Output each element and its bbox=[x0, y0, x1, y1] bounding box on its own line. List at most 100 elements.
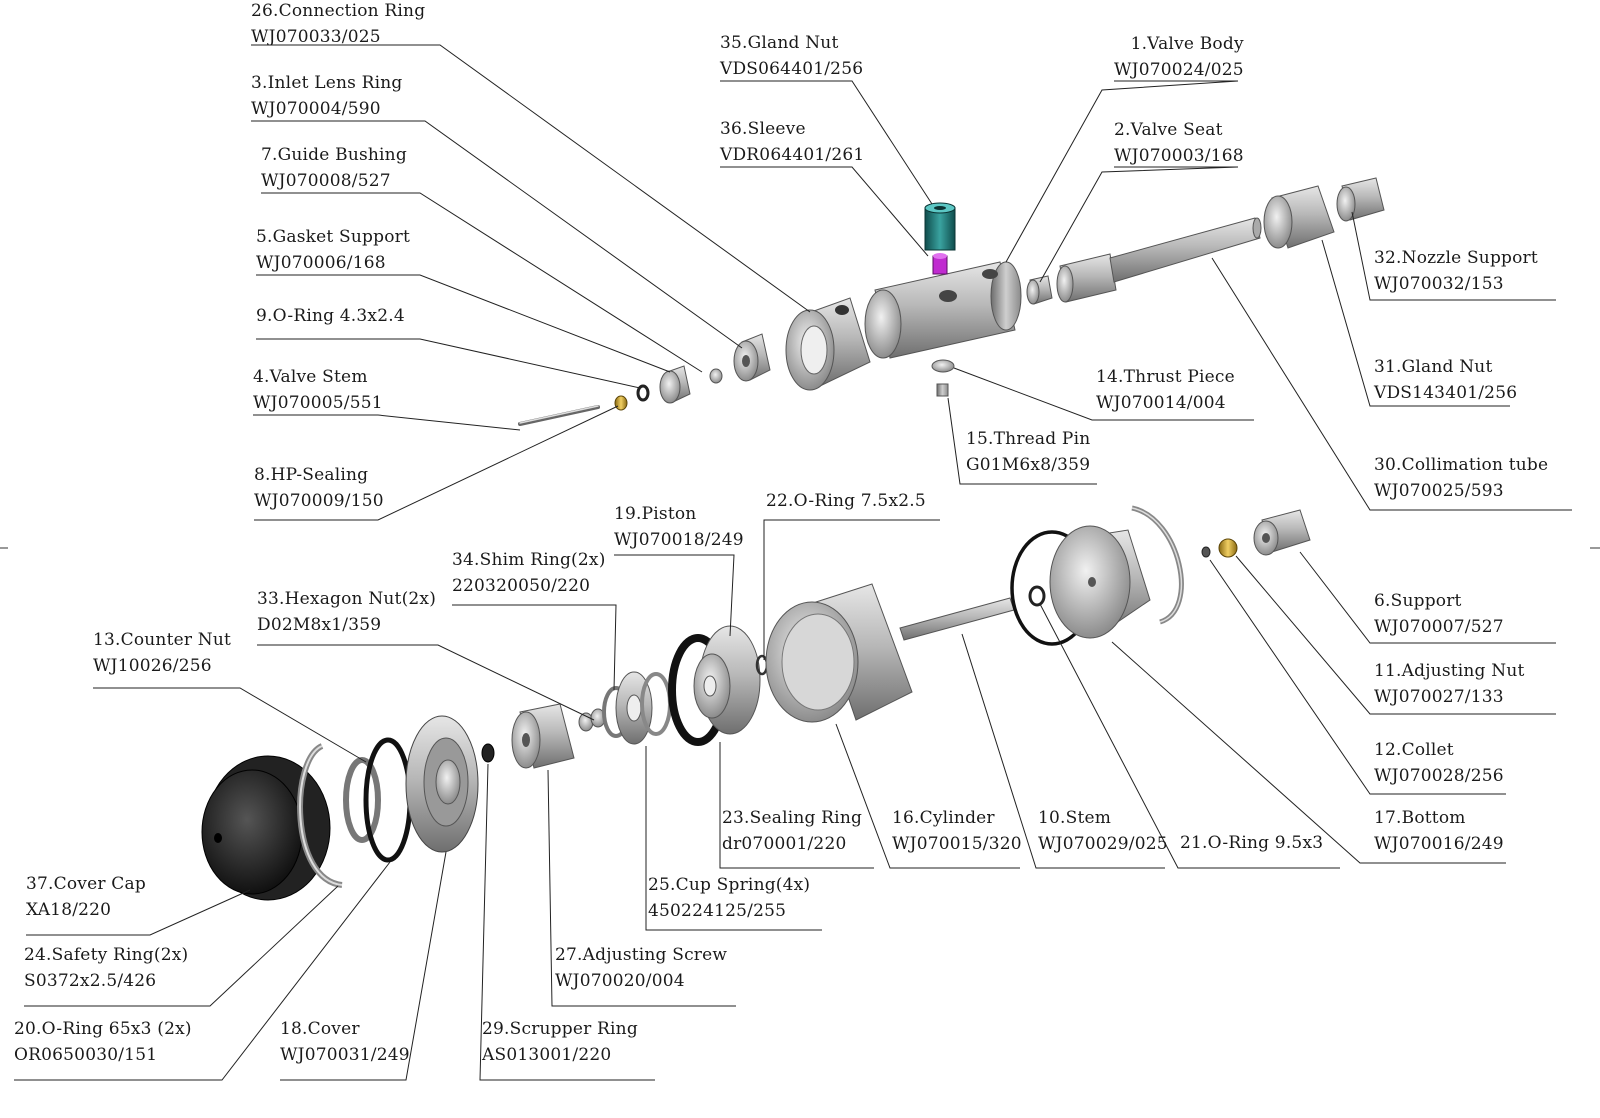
part-name: 36.Sleeve bbox=[720, 119, 806, 139]
part-name: 20.O-Ring 65x3 (2x) bbox=[14, 1019, 192, 1039]
part-label-33: 33.Hexagon Nut(2x) D02M8x1/359 bbox=[257, 589, 436, 635]
part-label-18: 18.Cover WJ070031/249 bbox=[280, 1019, 410, 1065]
part-label-7: 7.Guide Bushing WJ070008/527 bbox=[261, 145, 407, 191]
part-code: G01M6x8/359 bbox=[966, 455, 1091, 475]
connection-ring-part bbox=[785, 297, 871, 391]
part-code: WJ070020/004 bbox=[555, 971, 685, 991]
part-code: WJ070024/025 bbox=[1114, 60, 1244, 80]
piston-part bbox=[693, 625, 761, 735]
part-name: 2.Valve Seat bbox=[1114, 120, 1223, 140]
part-name: 34.Shim Ring(2x) bbox=[452, 550, 606, 570]
part-code: WJ070004/590 bbox=[251, 99, 381, 119]
collet-part bbox=[1201, 546, 1211, 558]
hp-sealing-part bbox=[614, 395, 628, 411]
part-label-32: 32.Nozzle Support WJ070032/153 bbox=[1374, 248, 1538, 294]
part-code: AS013001/220 bbox=[482, 1045, 612, 1065]
part-name: 1.Valve Body bbox=[1130, 34, 1244, 54]
part-name: 18.Cover bbox=[280, 1019, 360, 1039]
part-name: 17.Bottom bbox=[1374, 808, 1466, 828]
part-label-20: 20.O-Ring 65x3 (2x) OR0650030/151 bbox=[14, 1019, 192, 1065]
part-label-4: 4.Valve Stem WJ070005/551 bbox=[253, 367, 383, 413]
part-name: 4.Valve Stem bbox=[253, 367, 368, 387]
part-name: 14.Thrust Piece bbox=[1096, 367, 1235, 387]
part-code: WJ070032/153 bbox=[1374, 274, 1504, 294]
part-name: 23.Sealing Ring bbox=[722, 808, 863, 828]
part-code: WJ070029/025 bbox=[1038, 834, 1168, 854]
part-label-29: 29.Scrupper Ring AS013001/220 bbox=[482, 1019, 638, 1065]
part-code: WJ070016/249 bbox=[1374, 834, 1504, 854]
adjusting-screw-part bbox=[511, 703, 575, 769]
part-label-8: 8.HP-Sealing WJ070009/150 bbox=[254, 465, 384, 511]
part-code: OR0650030/151 bbox=[14, 1045, 158, 1065]
part-label-9: 9.O-Ring 4.3x2.4 bbox=[256, 306, 405, 326]
sleeve-part bbox=[932, 253, 948, 275]
part-code: WJ070025/593 bbox=[1374, 481, 1504, 501]
part-label-22: 22.O-Ring 7.5x2.5 bbox=[766, 491, 926, 511]
part-name: 32.Nozzle Support bbox=[1374, 248, 1538, 268]
collimation-tube-part bbox=[1056, 217, 1262, 303]
part-label-16: 16.Cylinder WJ070015/320 bbox=[892, 808, 1022, 854]
part-name: 11.Adjusting Nut bbox=[1374, 661, 1525, 681]
gland-nut-right-part bbox=[1263, 185, 1335, 249]
part-name: 5.Gasket Support bbox=[256, 227, 411, 247]
part-name: 27.Adjusting Screw bbox=[555, 945, 728, 965]
part-label-5: 5.Gasket Support WJ070006/168 bbox=[256, 227, 410, 273]
part-code: WJ070015/320 bbox=[892, 834, 1022, 854]
o-ring-large-part bbox=[363, 737, 413, 863]
part-code: WJ070006/168 bbox=[256, 253, 386, 273]
cover-part bbox=[405, 715, 479, 853]
part-label-34: 34.Shim Ring(2x) 220320050/220 bbox=[452, 550, 606, 596]
part-name: 31.Gland Nut bbox=[1374, 357, 1493, 377]
part-code: WJ070033/025 bbox=[251, 27, 381, 47]
part-label-30: 30.Collimation tube WJ070025/593 bbox=[1374, 455, 1548, 501]
part-code: WJ070005/551 bbox=[253, 393, 383, 413]
part-code: WJ10026/256 bbox=[93, 656, 212, 676]
part-label-27: 27.Adjusting Screw WJ070020/004 bbox=[555, 945, 727, 991]
part-code: 450224125/255 bbox=[648, 901, 787, 921]
part-name: 37.Cover Cap bbox=[26, 874, 146, 894]
part-code: WJ070027/133 bbox=[1374, 687, 1504, 707]
part-code: VDR064401/261 bbox=[720, 145, 865, 165]
part-label-19: 19.Piston WJ070018/249 bbox=[614, 504, 744, 550]
part-name: 6.Support bbox=[1374, 591, 1462, 611]
cover-cap-part bbox=[201, 755, 331, 901]
part-label-37: 37.Cover Cap XA18/220 bbox=[26, 874, 146, 920]
part-label-24: 24.Safety Ring(2x) S0372x2.5/426 bbox=[24, 945, 188, 991]
part-name: 33.Hexagon Nut(2x) bbox=[257, 589, 437, 609]
part-label-10: 10.Stem WJ070029/025 bbox=[1038, 808, 1168, 854]
part-label-13: 13.Counter Nut WJ10026/256 bbox=[93, 630, 231, 676]
part-code: D02M8x1/359 bbox=[257, 615, 382, 635]
part-label-26: 26.Connection Ring WJ070033/025 bbox=[251, 1, 425, 47]
part-name: 19.Piston bbox=[614, 504, 697, 524]
scrupper-ring-part bbox=[481, 743, 495, 763]
part-code: WJ070007/527 bbox=[1374, 617, 1504, 637]
safety-ring-right-part bbox=[1131, 505, 1184, 625]
part-code: WJ070014/004 bbox=[1096, 393, 1226, 413]
part-name: 25.Cup Spring(4x) bbox=[648, 875, 811, 895]
support-part bbox=[1253, 509, 1311, 556]
inlet-lens-ring-part bbox=[733, 333, 771, 382]
part-label-23: 23.Sealing Ring dr070001/220 bbox=[722, 808, 862, 854]
part-name: 9.O-Ring 4.3x2.4 bbox=[256, 306, 405, 326]
part-label-36: 36.Sleeve VDR064401/261 bbox=[720, 119, 864, 165]
part-name: 10.Stem bbox=[1038, 808, 1112, 828]
part-label-3: 3.Inlet Lens Ring WJ070004/590 bbox=[251, 73, 403, 119]
part-label-25: 25.Cup Spring(4x) 450224125/255 bbox=[648, 875, 810, 921]
nozzle-support-part bbox=[1336, 177, 1385, 222]
part-code: XA18/220 bbox=[26, 900, 112, 920]
part-name: 29.Scrupper Ring bbox=[482, 1019, 638, 1039]
part-name: 8.HP-Sealing bbox=[254, 465, 369, 485]
part-code: 220320050/220 bbox=[452, 576, 591, 596]
valve-seat-part bbox=[1026, 275, 1053, 305]
part-label-21: 21.O-Ring 9.5x3 bbox=[1180, 833, 1323, 853]
part-code: dr070001/220 bbox=[722, 834, 847, 854]
cylinder-part bbox=[765, 583, 913, 723]
part-name: 24.Safety Ring(2x) bbox=[24, 945, 189, 965]
part-code: WJ070028/256 bbox=[1374, 766, 1504, 786]
safety-ring-left-part bbox=[297, 743, 343, 888]
part-name: 16.Cylinder bbox=[892, 808, 995, 828]
part-name: 35.Gland Nut bbox=[720, 33, 839, 53]
part-label-1: 1.Valve Body WJ070024/025 bbox=[1114, 34, 1244, 80]
